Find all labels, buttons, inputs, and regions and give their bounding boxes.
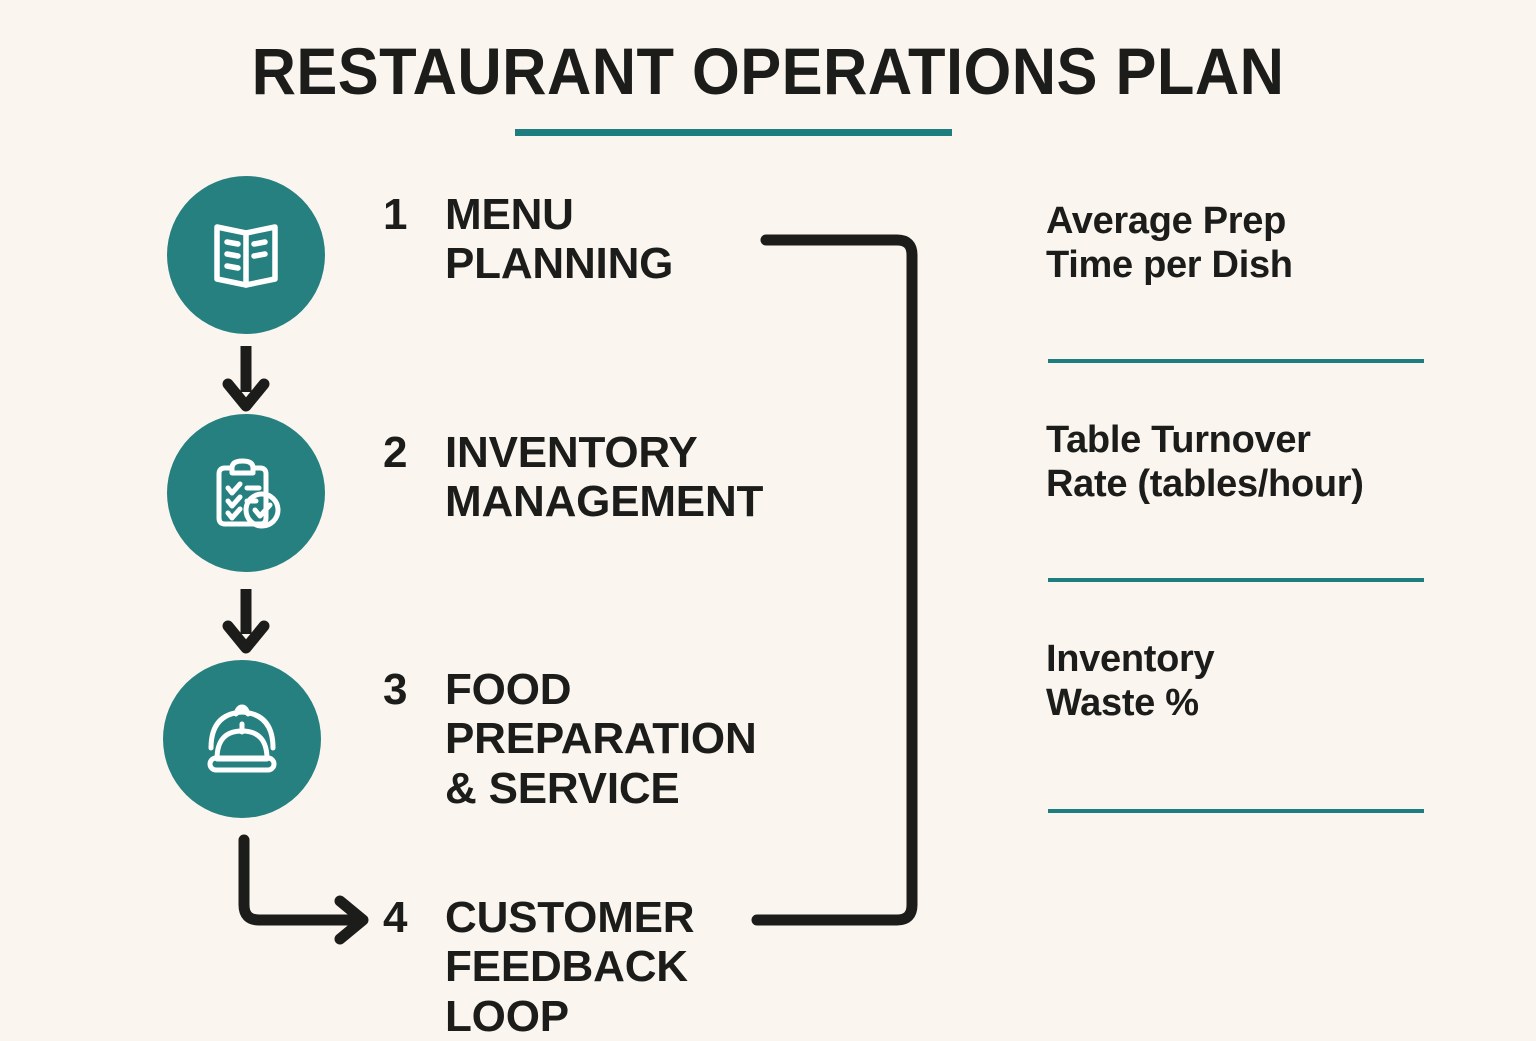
step-1-text: 1 MENU PLANNING — [383, 190, 673, 289]
step-2-label: INVENTORY MANAGEMENT — [445, 428, 764, 527]
metric-item: Average Prep Time per Dish — [1046, 199, 1446, 363]
metric-2-label: Table Turnover Rate (tables/hour) — [1046, 419, 1364, 506]
step-2-text: 2 INVENTORY MANAGEMENT — [383, 428, 763, 527]
page-title: RESTAURANT OPERATIONS PLAN — [251, 34, 1285, 108]
step-2-number: 2 — [383, 428, 408, 477]
cloche-serving-dome-icon — [195, 692, 289, 786]
arrow-step3-to-step4 — [238, 834, 369, 945]
step-1-label: MENU PLANNING — [445, 190, 674, 289]
step-4-text: 4 CUSTOMER FEEDBACK LOOP — [383, 893, 695, 1041]
arrow-step2-to-step3 — [222, 589, 270, 654]
step-3-text: 3 FOOD PREPARATION & SERVICE — [383, 665, 757, 813]
process-flow: 1 MENU PLANNING — [163, 176, 918, 1041]
step-3-label: FOOD PREPARATION & SERVICE — [445, 665, 757, 813]
metric-1-label: Average Prep Time per Dish — [1046, 200, 1293, 287]
arrow-step1-to-step2 — [222, 346, 270, 412]
metric-item: Inventory Waste % — [1046, 637, 1446, 813]
metric-3-divider — [1048, 809, 1424, 813]
step-4-label: CUSTOMER FEEDBACK LOOP — [445, 893, 695, 1041]
step-1-icon-circle — [167, 176, 325, 334]
step-1-number: 1 — [383, 190, 408, 239]
feedback-loop-connector — [751, 234, 918, 926]
metric-1-divider — [1048, 359, 1424, 363]
clipboard-checklist-check-icon — [200, 447, 292, 539]
metric-3-label: Inventory Waste % — [1046, 638, 1215, 725]
title-block: RESTAURANT OPERATIONS PLAN — [0, 34, 1536, 136]
step-2-icon-circle — [167, 414, 325, 572]
metric-2-divider — [1048, 578, 1424, 582]
metric-item: Table Turnover Rate (tables/hour) — [1046, 418, 1446, 582]
step-4-number: 4 — [383, 893, 408, 942]
step-3-number: 3 — [383, 665, 408, 714]
metrics-list: Average Prep Time per Dish Table Turnove… — [1046, 0, 1466, 1024]
open-book-menu-icon — [200, 209, 292, 301]
step-3-icon-circle — [163, 660, 321, 818]
title-underline — [515, 129, 952, 136]
